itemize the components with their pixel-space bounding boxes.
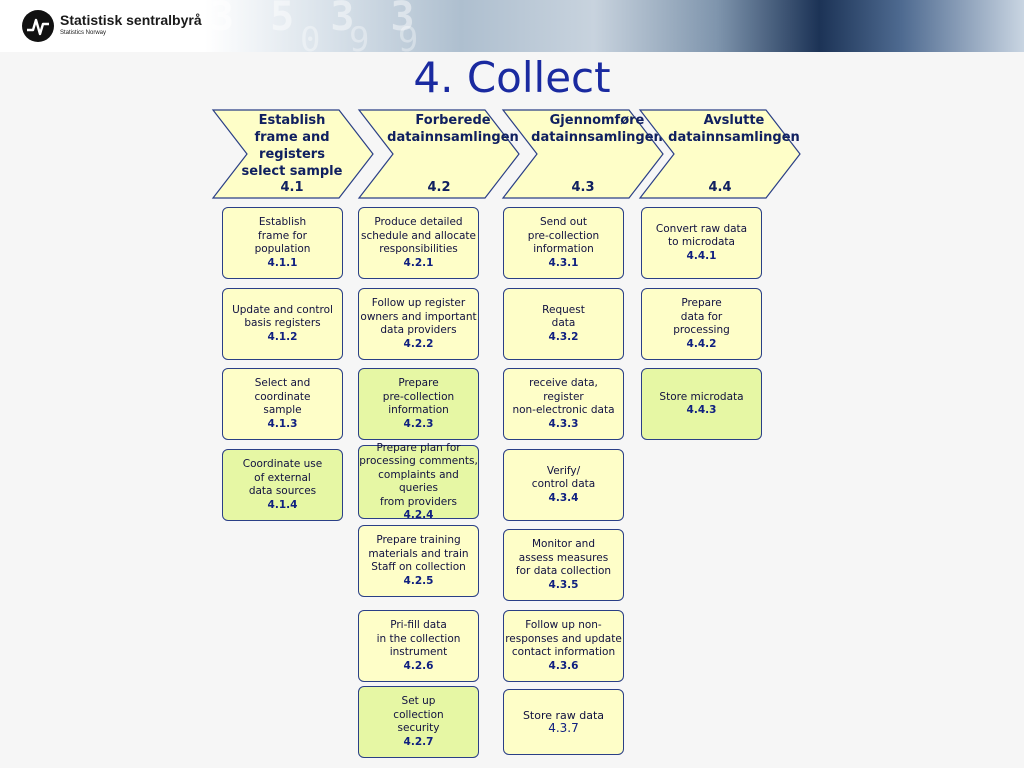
step-number: 4.3.6	[548, 659, 579, 672]
process-step-box: Pri-fill data in the collection instrume…	[358, 610, 479, 682]
phase-label: Avslutte datainnsamlingen	[668, 113, 800, 145]
process-step-box: Prepare training materials and train Sta…	[358, 525, 479, 597]
step-number: 4.2.7	[403, 735, 434, 748]
phase-number: 4.4	[708, 180, 732, 195]
phase-number: 4.2	[427, 180, 451, 195]
step-label: Prepare plan for processing comments, co…	[359, 441, 478, 508]
step-label: Follow up non- responses and update cont…	[505, 619, 622, 658]
step-number: 4.1.2	[267, 330, 298, 343]
step-number: 4.2.5	[403, 574, 434, 587]
step-label: Prepare training materials and train Sta…	[368, 534, 469, 573]
step-label: Convert raw data to microdata	[655, 222, 748, 249]
process-step-box: Prepare plan for processing comments, co…	[358, 441, 479, 521]
step-label: Prepare data for processing	[673, 297, 730, 336]
org-name: Statistisk sentralbyrå	[60, 12, 202, 28]
step-number: 4.1.1	[267, 256, 298, 269]
step-label: Request data	[542, 303, 585, 330]
step-number: 4.2.2	[403, 337, 434, 350]
phase-label: Gjennomføre datainnsamlingen	[531, 113, 663, 145]
step-number: 4.4.1	[686, 249, 717, 262]
step-label: receive data, register non-electronic da…	[512, 377, 615, 416]
step-number: 4.2.4	[403, 509, 434, 521]
step-label: Prepare pre-collection information	[382, 377, 455, 416]
step-number: 4.2.1	[403, 256, 434, 269]
step-number: 4.3.3	[548, 417, 579, 430]
process-step-box: Follow up register owners and important …	[358, 288, 479, 360]
process-step-box: Verify/ control data 4.3.4	[503, 449, 624, 521]
step-number: 4.3.1	[548, 256, 579, 269]
process-step-box: Monitor and assess measures for data col…	[503, 529, 624, 601]
step-label: Establish frame for population	[254, 216, 311, 255]
step-number: 4.3.4	[548, 491, 579, 504]
step-label: Set up collection security	[393, 695, 444, 734]
step-label: Update and control basis registers	[232, 303, 333, 330]
header-banner: 3 5 3 3 0 9 9 Statistisk sentralbyrå Sta…	[0, 0, 1024, 52]
step-number: 4.2.6	[403, 659, 434, 672]
phase-number: 4.3	[571, 180, 595, 195]
banner-decoration-2: 0 9 9	[300, 20, 423, 52]
step-number: 4.3.2	[548, 330, 579, 343]
step-label: Store microdata	[659, 390, 744, 403]
process-step-box: Produce detailed schedule and allocate r…	[358, 207, 479, 279]
org-subtitle: Statistics Norway	[60, 30, 107, 36]
step-number: 4.2.3	[403, 417, 434, 430]
step-label: Select and coordinate sample	[254, 377, 311, 416]
process-step-box: receive data, register non-electronic da…	[503, 368, 624, 440]
banner-decoration: 3 5 3 3	[210, 0, 421, 40]
phase-number: 4.1	[280, 180, 304, 195]
step-label: Follow up register owners and important …	[360, 297, 477, 336]
step-number: 4.1.3	[267, 417, 298, 430]
step-number: 4.3.5	[548, 578, 579, 591]
step-number: 4.4.3	[686, 404, 717, 416]
step-number: 4.3.7	[548, 721, 579, 735]
step-label: Monitor and assess measures for data col…	[515, 538, 612, 577]
phase-label: Establish frame and registers select sam…	[241, 113, 343, 179]
process-step-box: Request data 4.3.2	[503, 288, 624, 360]
step-label: Coordinate use of external data sources	[242, 458, 323, 497]
step-label: Verify/ control data	[531, 464, 596, 491]
step-label: Send out pre-collection information	[527, 216, 600, 255]
step-label: Pri-fill data in the collection instrume…	[376, 619, 461, 658]
page-title: 4. Collect	[413, 53, 611, 102]
phase-label: Forberede datainnsamlingen	[387, 113, 519, 145]
ssb-logo-icon	[22, 10, 54, 42]
process-step-box: Follow up non- responses and update cont…	[503, 610, 624, 682]
step-number: 4.4.2	[686, 337, 717, 350]
step-label: Store raw data	[522, 708, 605, 722]
step-number: 4.1.4	[267, 498, 298, 511]
step-label: Produce detailed schedule and allocate r…	[361, 216, 476, 255]
